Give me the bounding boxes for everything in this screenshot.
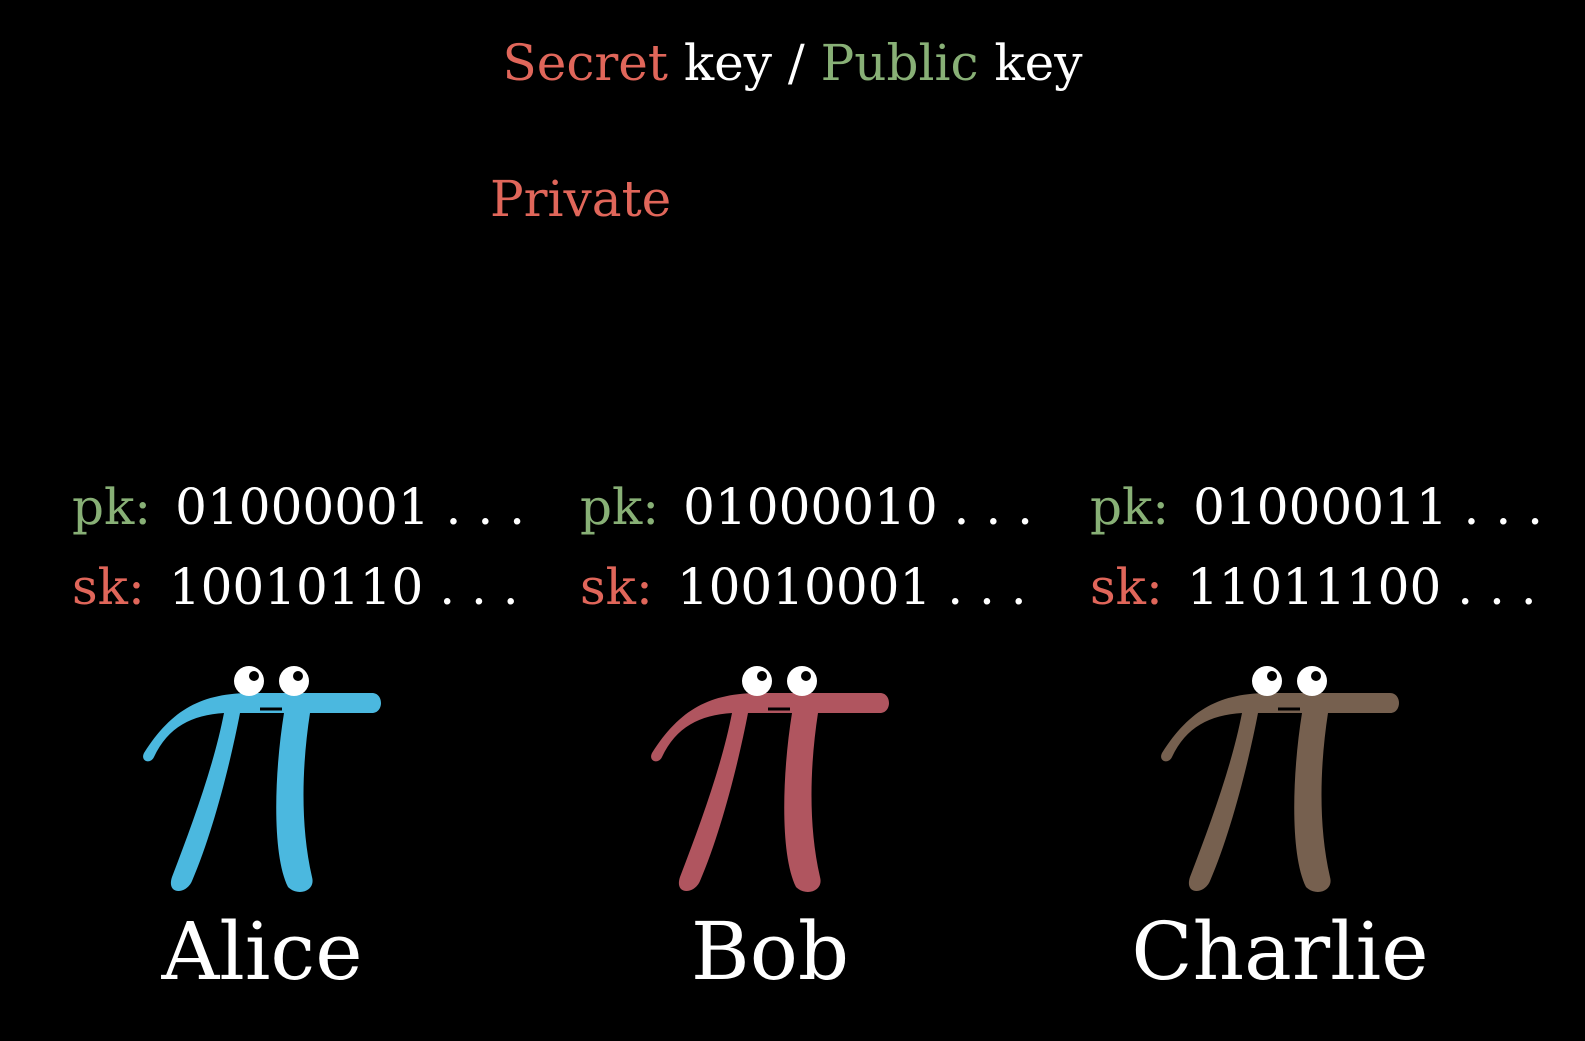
- bob-sk-value: 10010001 . . .: [676, 558, 1027, 616]
- title-key: key: [978, 34, 1083, 92]
- charlie-pi-creature-icon: [1150, 665, 1410, 905]
- sk-label: sk:: [1090, 558, 1163, 616]
- alice-pi-creature-icon: [132, 665, 392, 905]
- pk-label: pk:: [580, 478, 660, 536]
- alice-name: Alice: [161, 905, 363, 998]
- charlie-pk-row: pk: 01000011 . . .: [1090, 478, 1543, 536]
- sk-label: sk:: [72, 558, 145, 616]
- bob-pi-creature-icon: [640, 665, 900, 905]
- bob-pk-value: 01000010 . . .: [683, 478, 1034, 536]
- charlie-sk-value: 11011100 . . .: [1186, 558, 1537, 616]
- charlie-name: Charlie: [1131, 905, 1429, 998]
- alice-pk-row: pk: 01000001 . . .: [72, 478, 525, 536]
- alice-sk-value: 10010110 . . .: [168, 558, 519, 616]
- title-secret: Secret: [502, 34, 668, 92]
- sk-label: sk:: [580, 558, 653, 616]
- private-label: Private: [490, 170, 672, 228]
- bob-sk-row: sk: 10010001 . . .: [580, 558, 1027, 616]
- alice-sk-row: sk: 10010110 . . .: [72, 558, 519, 616]
- alice-pk-value: 01000001 . . .: [175, 478, 526, 536]
- page-title: Secret key / Public key: [0, 34, 1585, 92]
- title-key-separator: key /: [667, 34, 821, 92]
- charlie-pk-value: 01000011 . . .: [1193, 478, 1544, 536]
- charlie-sk-row: sk: 11011100 . . .: [1090, 558, 1537, 616]
- bob-pk-row: pk: 01000010 . . .: [580, 478, 1033, 536]
- pk-label: pk:: [72, 478, 152, 536]
- pk-label: pk:: [1090, 478, 1170, 536]
- bob-name: Bob: [690, 905, 850, 998]
- title-public: Public: [820, 34, 979, 92]
